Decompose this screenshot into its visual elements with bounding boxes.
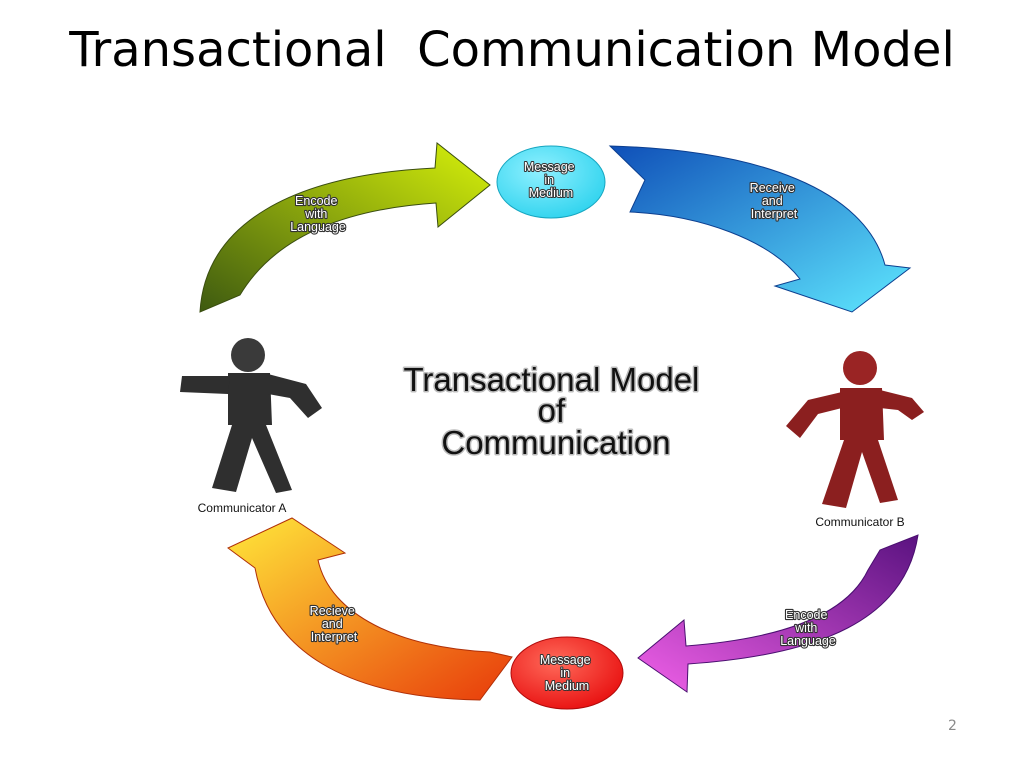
- arrow-purple-shape: [637, 534, 919, 693]
- slide-title: Transactional Communication Model: [69, 22, 955, 78]
- arrow-blue-label: Receive and Interpret: [750, 181, 799, 221]
- center-title-line-3: Communication: [441, 424, 670, 461]
- arrow-green-line-2: with: [304, 207, 327, 221]
- person-b-icon: [786, 351, 924, 508]
- arrow-orange-label: Recieve and Interpret: [310, 604, 359, 644]
- node-top-message: Message in Medium: [496, 145, 606, 219]
- communicator-b: Communicator B: [786, 351, 924, 529]
- node-top-line-2: in: [544, 173, 554, 187]
- arrow-green-encode: Encode with Language: [199, 142, 491, 313]
- node-bottom-line-3: Medium: [545, 679, 589, 693]
- center-title-line-1: Transactional Model: [403, 361, 699, 398]
- communicator-b-label: Communicator B: [815, 515, 904, 529]
- arrow-purple-label: Encode with Language: [780, 608, 836, 648]
- arrow-green-label: Encode with Language: [290, 194, 346, 234]
- communicator-a: Communicator A: [180, 338, 322, 515]
- node-bottom-line-1: Message: [540, 653, 591, 667]
- arrow-blue-line-1: Receive: [750, 181, 795, 195]
- person-a-icon: [180, 338, 322, 493]
- arrow-orange-line-1: Recieve: [310, 604, 355, 618]
- arrow-blue-line-3: Interpret: [751, 207, 798, 221]
- node-bottom-ellipse: [510, 636, 624, 710]
- arrow-purple-line-2: with: [794, 621, 817, 635]
- node-top-label: Message in Medium: [524, 160, 578, 200]
- arrow-orange-line-2: and: [322, 617, 343, 631]
- page-number: 2: [948, 718, 957, 734]
- arrow-green-shape: [199, 142, 491, 313]
- arrow-blue-receive: Receive and Interpret: [608, 145, 912, 313]
- arrow-blue-line-2: and: [762, 194, 783, 208]
- arrow-orange-receive: Recieve and Interpret: [227, 517, 513, 701]
- node-bottom-line-2: in: [560, 666, 570, 680]
- arrow-purple-encode: Encode with Language: [637, 534, 919, 693]
- arrow-green-line-1: Encode: [295, 194, 337, 208]
- center-title: Transactional Model of Communication: [403, 361, 708, 461]
- arrow-blue-shape: [608, 145, 912, 313]
- arrow-orange-shape: [227, 517, 513, 701]
- center-title-line-2: of: [538, 392, 566, 429]
- arrow-purple-line-1: Encode: [785, 608, 827, 622]
- node-bottom-message: Message in Medium: [510, 636, 624, 710]
- node-bottom-label: Message in Medium: [540, 653, 594, 693]
- node-top-line-1: Message: [524, 160, 575, 174]
- node-top-line-3: Medium: [529, 186, 573, 200]
- communicator-a-label: Communicator A: [198, 501, 287, 515]
- node-top-ellipse: [496, 145, 606, 219]
- arrow-orange-line-3: Interpret: [311, 630, 358, 644]
- arrow-purple-line-3: Language: [780, 634, 836, 648]
- arrow-green-line-3: Language: [290, 220, 346, 234]
